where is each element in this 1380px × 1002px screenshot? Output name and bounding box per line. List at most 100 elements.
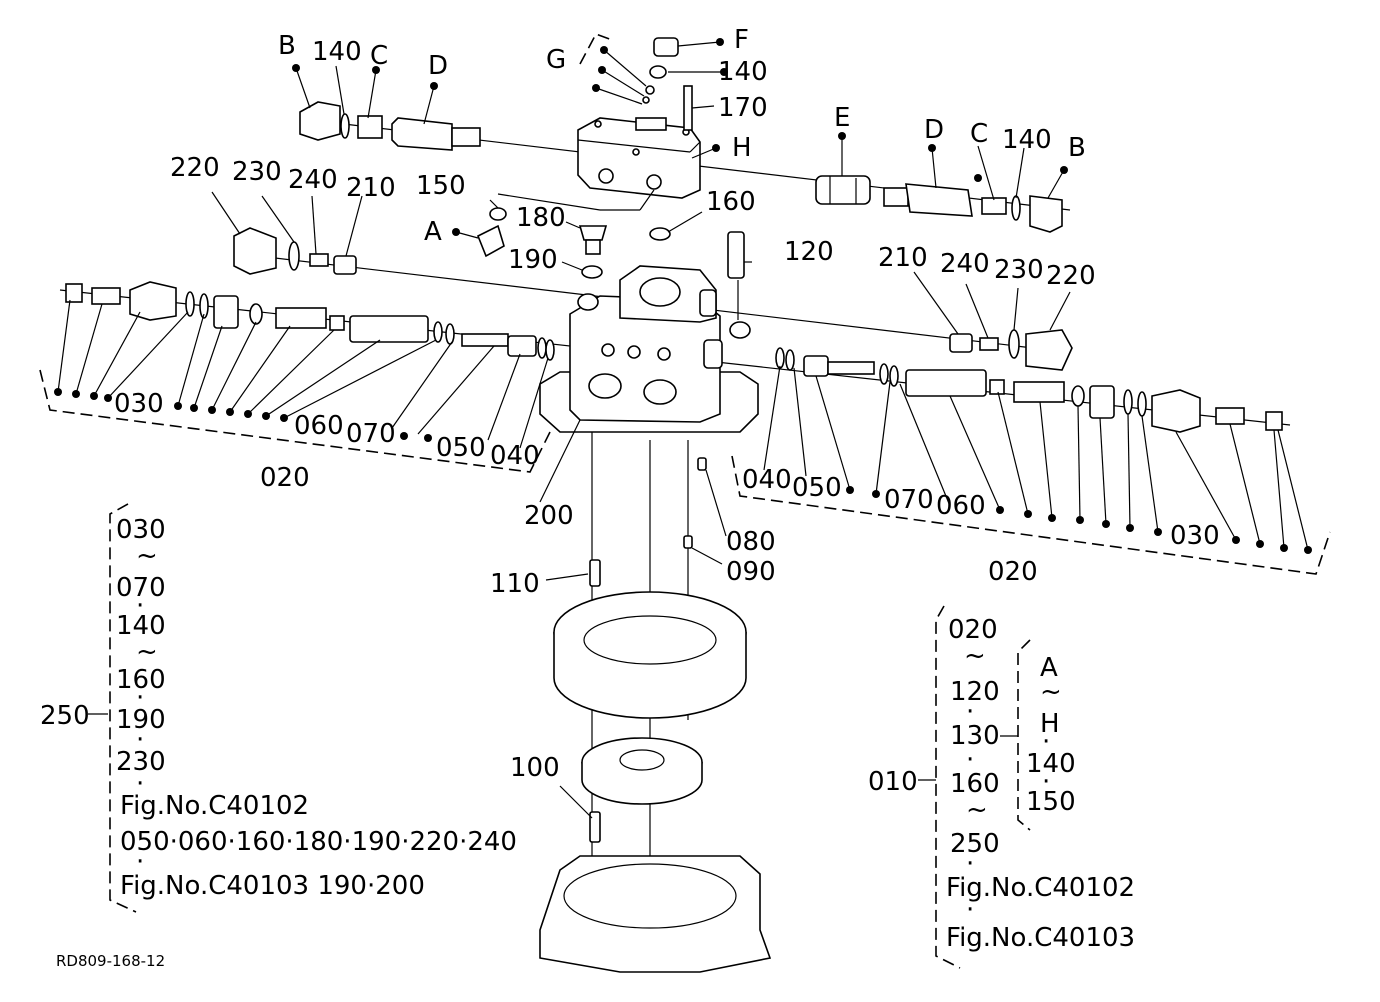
label-D-right: D: [924, 115, 944, 145]
g010-line-5: ·: [966, 745, 974, 775]
lower-parts: [539, 457, 772, 973]
dashed-boundaries: [39, 33, 1331, 969]
label-110: 110: [490, 569, 540, 599]
g130-line-6: 150: [1026, 787, 1076, 817]
g250-fig1-parts: 050·060·160·180·190·220·240: [120, 827, 517, 857]
label-230-right: 230: [994, 255, 1044, 285]
g130-line-5: ·: [1042, 767, 1050, 797]
g130-line-2: H: [1040, 709, 1060, 739]
g010-line-4: 130: [950, 721, 1000, 751]
label-200: 200: [524, 501, 574, 531]
label-C-left: C: [370, 41, 388, 71]
label-A: A: [424, 217, 442, 247]
group-010-legend: 010 020 ~ 120 · 130 · 160 ~ 250 · Fig.No…: [868, 615, 1135, 953]
label-240-left: 240: [288, 165, 338, 195]
label-F: F: [734, 25, 749, 55]
label-140-top: 140: [718, 57, 768, 87]
g250-line-8: 190: [116, 705, 166, 735]
g010-line-0: 020: [948, 615, 998, 645]
label-B-left: B: [278, 31, 296, 61]
label-180: 180: [516, 203, 566, 233]
label-030-right: 030: [1170, 521, 1220, 551]
label-160: 160: [706, 187, 756, 217]
left-plug-group: [233, 227, 357, 275]
label-bullets: [54, 38, 1312, 554]
label-220-left: 220: [170, 153, 220, 183]
label-030-left: 030: [114, 389, 164, 419]
label-G: G: [546, 45, 566, 75]
label-020-right: 020: [988, 557, 1038, 587]
label-070-left: 070: [346, 419, 396, 449]
top-fittings: [642, 37, 693, 131]
label-170: 170: [718, 93, 768, 123]
label-230-left: 230: [232, 157, 282, 187]
g010-line-2: 120: [950, 677, 1000, 707]
g010-line-6: 160: [950, 769, 1000, 799]
g010-line-3: ·: [966, 697, 974, 727]
label-C-right: C: [970, 119, 988, 149]
g250-line-11: ·: [136, 769, 144, 799]
label-B-right: B: [1068, 133, 1086, 163]
g250-line-7: ·: [136, 683, 144, 713]
label-240-right: 240: [940, 249, 990, 279]
label-210-left: 210: [346, 173, 396, 203]
label-150: 150: [416, 171, 466, 201]
g250-line-10: 230: [116, 747, 166, 777]
label-220-right: 220: [1046, 261, 1096, 291]
group-010-number: 010: [868, 767, 918, 797]
label-210-right: 210: [878, 243, 928, 273]
g250-fig1: Fig.No.C40102: [120, 791, 309, 821]
label-H: H: [732, 133, 752, 163]
g250-line-6: 160: [116, 665, 166, 695]
label-080: 080: [726, 527, 776, 557]
left-spool-row: [65, 281, 555, 361]
g130-line-0: A: [1040, 653, 1058, 683]
g130-line-3: ·: [1042, 727, 1050, 757]
g010-fig2: Fig.No.C40103: [946, 923, 1135, 953]
right-upper-cartridge: [815, 175, 1063, 233]
right-spool-row: [775, 347, 1283, 433]
g010-fig1: Fig.No.C40102: [946, 873, 1135, 903]
label-060-right: 060: [936, 491, 986, 521]
g250-line-3: ·: [136, 591, 144, 621]
center-small-parts: [476, 207, 745, 279]
label-060-left: 060: [294, 411, 344, 441]
g250-fig2: Fig.No.C40103 190·200: [120, 871, 425, 901]
label-100: 100: [510, 753, 560, 783]
label-050-right: 050: [792, 473, 842, 503]
label-040-right: 040: [742, 465, 792, 495]
label-020-left: 020: [260, 463, 310, 493]
label-140-left: 140: [312, 37, 362, 67]
label-190: 190: [508, 245, 558, 275]
group-250-number: 250: [40, 701, 90, 731]
g010-line-8: 250: [950, 829, 1000, 859]
label-D-left: D: [428, 51, 448, 81]
part-labels: B 140 C D G F 140 170 H E D C 140 B 220 …: [114, 25, 1220, 783]
label-050-left: 050: [436, 433, 486, 463]
group-130-legend: A ~ H · 140 · 150: [1026, 653, 1076, 817]
g130-line-4: 140: [1026, 749, 1076, 779]
g010-line-1: ~: [964, 641, 986, 671]
valve-block-top: [577, 117, 701, 199]
g010-dot-after: ·: [966, 895, 974, 925]
g010-line-7: ~: [966, 795, 988, 825]
label-E: E: [834, 103, 850, 133]
label-120: 120: [784, 237, 834, 267]
g250-line-2: 070: [116, 573, 166, 603]
leader-lines: [57, 41, 1309, 819]
label-070-right: 070: [884, 485, 934, 515]
g130-line-1: ~: [1040, 677, 1062, 707]
g010-line-9: ·: [966, 849, 974, 879]
left-upper-cartridge: [299, 101, 481, 151]
right-plug-group: [949, 329, 1073, 371]
main-housing: [539, 265, 759, 433]
label-040-left: 040: [490, 441, 540, 471]
g250-line-5: ~: [136, 637, 158, 667]
drawing-id: RD809-168-12: [56, 952, 165, 970]
g250-line-0: 030: [116, 515, 166, 545]
g250-line-9: ·: [136, 725, 144, 755]
group-250-legend: 250 030 ~ 070 · 140 ~ 160 · 190 · 230 · …: [40, 515, 517, 901]
label-090: 090: [726, 557, 776, 587]
